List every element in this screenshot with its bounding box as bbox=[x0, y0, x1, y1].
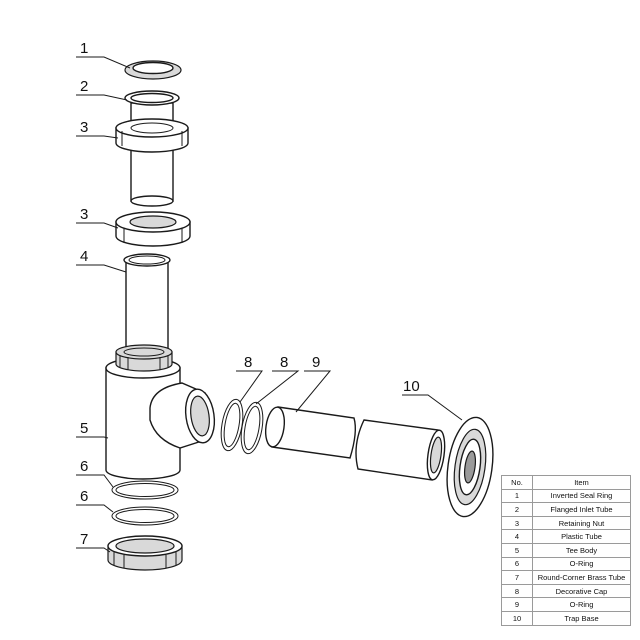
row-no: 4 bbox=[501, 529, 533, 544]
row-no: 10 bbox=[501, 610, 533, 626]
part-7-brass-tube bbox=[107, 535, 183, 571]
callout-8b: 8 bbox=[280, 354, 288, 371]
part-10-trap-base bbox=[446, 416, 494, 518]
row-item: O-Ring bbox=[532, 556, 631, 572]
callout-3a: 3 bbox=[80, 119, 88, 136]
part-6-o-ring-lower bbox=[111, 506, 179, 526]
row-no: 9 bbox=[501, 597, 533, 612]
part-1-seal-ring bbox=[124, 60, 182, 80]
callout-1: 1 bbox=[80, 40, 88, 57]
part-6-o-ring-upper bbox=[111, 480, 179, 500]
row-item: Flanged Inlet Tube bbox=[532, 502, 631, 517]
parts-table-header-row: No. Item bbox=[501, 475, 631, 490]
row-item: Decorative Cap bbox=[532, 583, 631, 599]
header-item: Item bbox=[532, 475, 631, 490]
row-item: Retaining Nut bbox=[532, 515, 631, 531]
row-item: Inverted Seal Ring bbox=[532, 488, 631, 504]
callout-10: 10 bbox=[403, 378, 420, 395]
row-item: Plastic Tube bbox=[532, 529, 631, 544]
row-no: 6 bbox=[501, 556, 533, 572]
row-no: 3 bbox=[501, 515, 533, 531]
callout-3b: 3 bbox=[80, 206, 88, 223]
row-no: 1 bbox=[501, 488, 533, 504]
part-3-retaining-nut-upper bbox=[115, 118, 189, 153]
row-no: 5 bbox=[501, 542, 533, 558]
callout-5: 5 bbox=[80, 420, 88, 437]
row-item: O-Ring bbox=[532, 597, 631, 612]
callout-7: 7 bbox=[80, 531, 88, 548]
part-8-decorative-cap-b bbox=[240, 401, 264, 455]
callout-2: 2 bbox=[80, 78, 88, 95]
callout-6a: 6 bbox=[80, 458, 88, 475]
part-5-tee-body bbox=[105, 344, 216, 480]
callout-4: 4 bbox=[80, 248, 88, 265]
leader-lines bbox=[76, 56, 463, 553]
callout-8a: 8 bbox=[244, 354, 252, 371]
part-9-horizontal-tube bbox=[264, 406, 446, 481]
callout-labels: 1 2 3 3 4 5 6 6 7 8 8 9 10 bbox=[80, 40, 420, 548]
row-item: Tee Body bbox=[532, 542, 631, 558]
row-item: Round-Corner Brass Tube bbox=[532, 570, 631, 585]
header-no: No. bbox=[501, 475, 533, 490]
callout-6b: 6 bbox=[80, 488, 88, 505]
row-no: 7 bbox=[501, 570, 533, 585]
part-3-retaining-nut-lower bbox=[115, 211, 191, 247]
row-no: 8 bbox=[501, 583, 533, 599]
row-item: Trap Base bbox=[532, 610, 631, 626]
part-4-plastic-tube bbox=[123, 253, 171, 359]
callout-9: 9 bbox=[312, 354, 320, 371]
row-no: 2 bbox=[501, 502, 533, 517]
